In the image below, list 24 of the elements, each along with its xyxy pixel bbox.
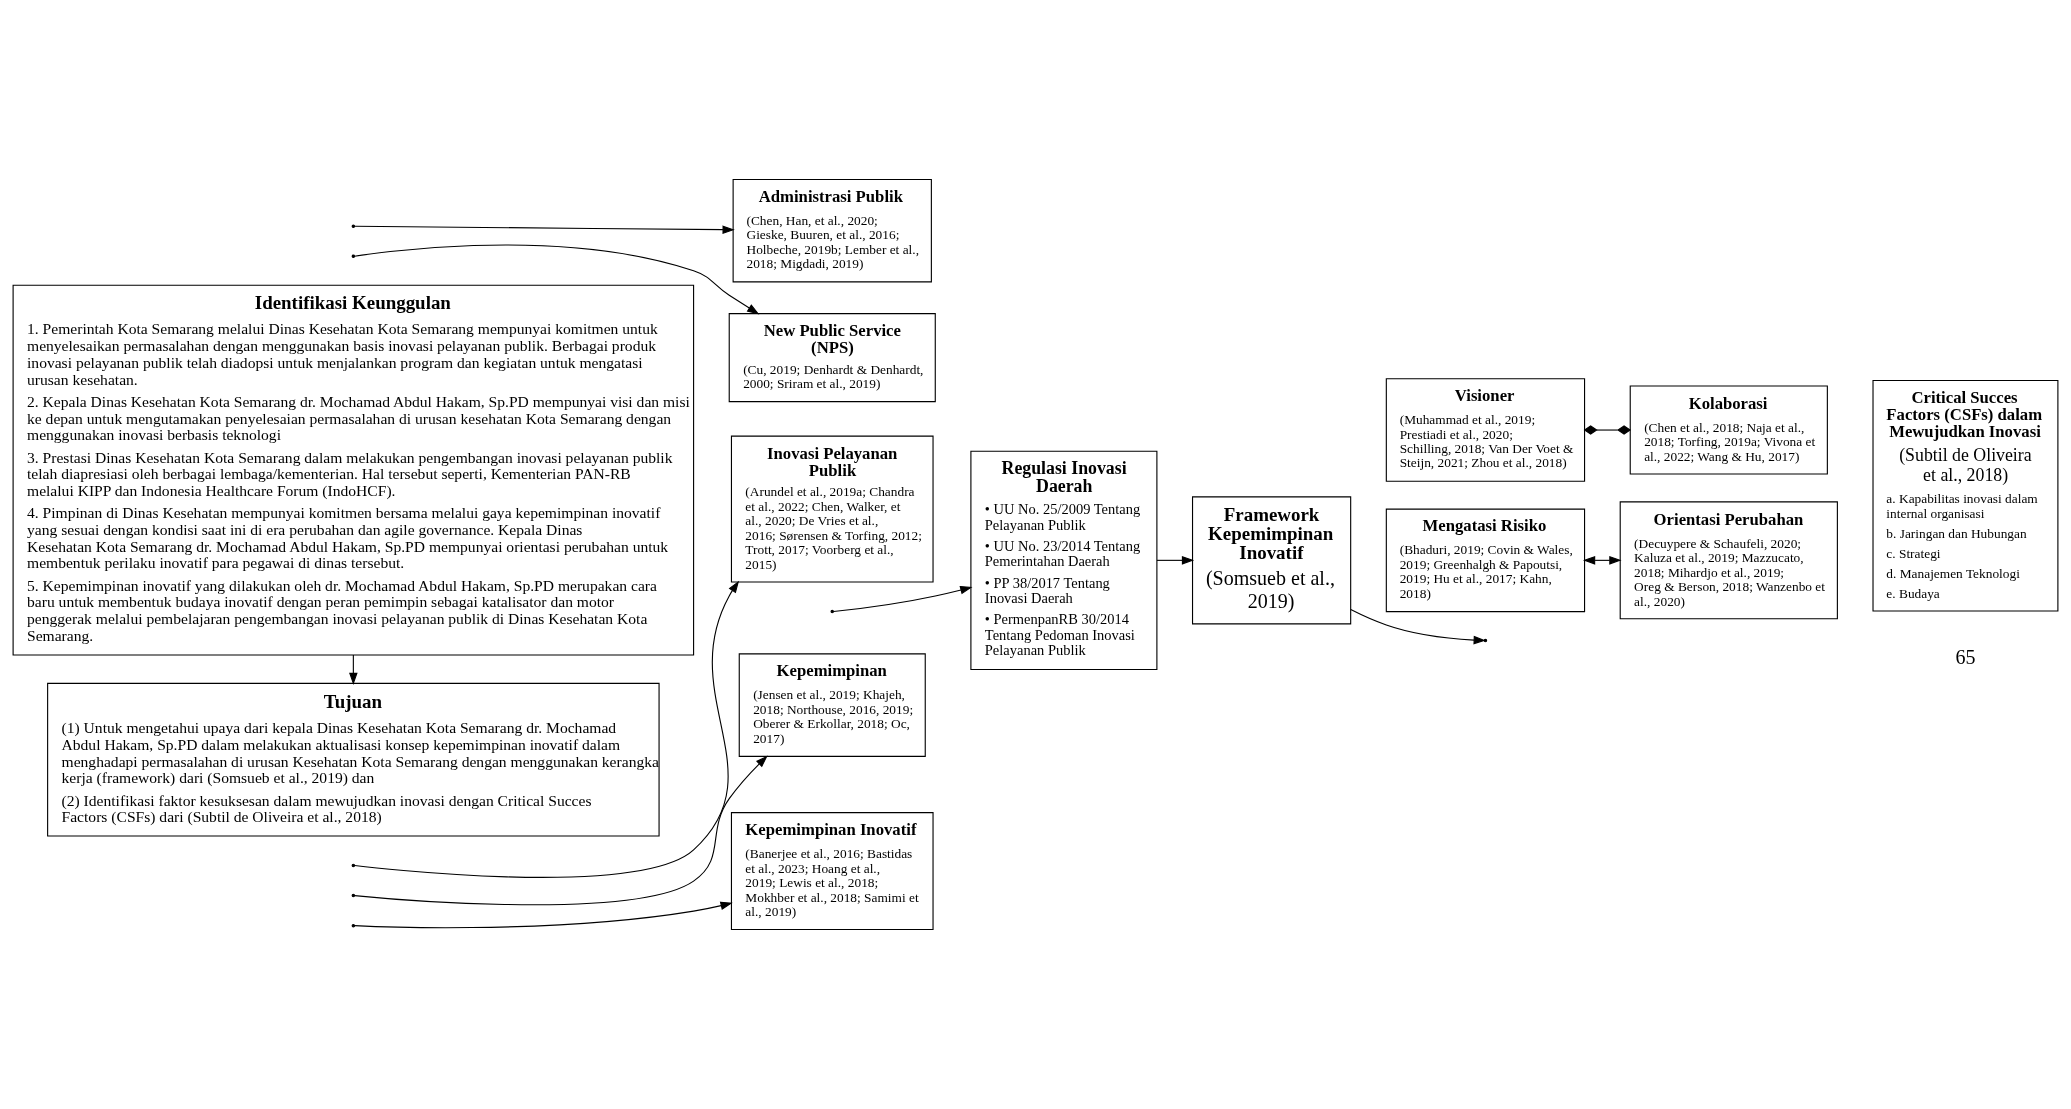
- connector: [1583, 425, 1632, 435]
- node-box: Critical Succes Factors (CSFs) dalam Mewujudkan Inovasi (Subtil de Oliveira et al., 2018) a. Kapabilitas inovasi dalam internal organisasi b. Jaringan dan Hubungan c. Strategi d. Manajemen Teknologi e. Budaya: [1872, 379, 2059, 612]
- node-box: Kepemimpinan Inovatif (Banerjee et al., 2016; Bastidas et al., 2023; Hoang et al., 2019; Lewis et al., 2018; Mokhber et al., 2018; Samimi et al., 2019): [730, 812, 934, 931]
- node-box: Visioner (Muhammad et al., 2019; Prestiadi et al., 2020; Schilling, 2018; Van Der Voet & Steijn, 2021; Zhou et al., 2018): [1385, 378, 1586, 482]
- node-box: Inovasi Pelayanan Publik (Arundel et al., 2019a; Chandra et al., 2022; Chen, Walker, et al., 2020; De Vries et al., 2016; Sørensen & Torfing, 2012; Trott, 2017; Voorberg et al., 2015): [730, 435, 934, 583]
- arrow: [354, 580, 740, 878]
- arrow: [354, 755, 768, 906]
- arrow: [349, 654, 358, 686]
- node-box: Orientasi Perubahan (Decuypere & Schaufeli, 2020; Kaluza et al., 2019; Mazzucato, 2018; Mihardjo et al., 2019; Oreg & Berson, 2018; Wanzenbo et al., 2020): [1619, 501, 1838, 620]
- arrow: [354, 244, 760, 315]
- node-box: Mengatasi Risiko (Bhaduri, 2019; Covin & Wales, 2019; Greenhalgh & Papoutsi, 2019; Hu et al., 2017; Kahn, 2018): [1385, 508, 1586, 613]
- label: 65: [1955, 646, 1976, 669]
- arrow: [832, 585, 973, 613]
- node-box: New Public Service (NPS) (Cu, 2019; Denhardt & Denhardt, 2000; Sriram et al., 2019): [728, 313, 936, 403]
- arrow: [1156, 556, 1195, 565]
- node-box: Regulasi Inovasi Daerah • UU No. 25/2009 Tentang Pelayanan Publik • UU No. 23/2014 Tentang Pemerintahan Daerah • PP 38/2017 Tentang Inovasi Daerah • PermenpanRB 30/2014 Tentang Pedoman Inovasi Pelayanan Publik: [970, 450, 1158, 671]
- node-box: Administrasi Publik (Chen, Han, et al., 2020; Gieske, Buuren, et al., 2016; Holbeche, 2019b; Lember et al., 2018; Migdadi, 2019): [732, 178, 932, 283]
- node-box: Kepemimpinan (Jensen et al., 2019; Khajeh, 2018; Northouse, 2016, 2019; Oberer & Erkollar, 2018; Oc, 2017): [738, 653, 926, 757]
- arrow: [354, 901, 733, 929]
- node-box: Identifikasi Keunggulan 1. Pemerintah Kota Semarang melalui Dinas Kesehatan Kota Semarang mempunyai komitmen untuk menyelesaikan permasalahan dengan menggunakan basis inovasi pelayanan publik. Berbagai produk inovasi pelayanan publik telah diadopsi untuk menjalankan program dan kegiatan untuk mengatasi urusan kesehatan. 2. Kepala Dinas Kesehatan Kota Semarang dr. Mochamad Abdul Hakam, Sp.PD mempunyai visi dan misi ke depan untuk mengutamakan penyelesaian permasalahan di urusan kesehatan Kota Semarang dengan menggunakan inovasi berbasis teknologi 3. Prestasi Dinas Kesehatan Kota Semarang dalam melakukan pengembangan inovasi pelayanan publik telah diapresiasi oleh berbagai lembaga/kementerian. Hal tersebut seperti, Kementerian PAN-RB melalui KIPP dan Indonesia Healthcare Forum (IndoHCF). 4. Pimpinan di Dinas Kesehatan mempunyai komitmen bersama melalui gaya kepemimpinan inovatif yang sesuai dengan kondisi saat ini di era perubahan dan agile governance. Kepala Dinas Kesehatan Kota Semarang dr. Mochamad Abdul Hakam, Sp.PD mempunyai orientasi perubahan untuk membentuk perilaku inovatif para pegawai di dinas tersebut. 5. Kepemimpinan inovatif yang dilakukan oleh dr. Mochamad Abdul Hakam, Sp.PD merupakan cara baru untuk membentuk budaya inovatif dengan peran pemimpin sebagai katalisator dan motor penggerak melalui pembelajaran pengembangan inovasi pelayanan publik di Dinas Kesehatan Kota Semarang.: [12, 284, 695, 656]
- node-box: Framework Kepemimpinan Inovatif (Somsueb et al., 2019): [1191, 496, 1352, 625]
- node-box: Tujuan (1) Untuk mengetahui upaya dari kepala Dinas Kesehatan Kota Semarang dr. Mochamad Abdul Hakam, Sp.PD dalam melakukan aktualisasi konsep kepemimpinan inovatif dalam menghadapi permasalahan di urusan Kesehatan Kota Semarang dengan menggunakan kerangka kerja (framework) dari (Somsueb et al., 2019) dan (2) Identifikasi faktor kesuksesan dalam mewujudkan inovasi dengan Critical Succes Factors (CSFs) dari (Subtil de Oliveira et al., 2018): [47, 682, 660, 837]
- node-box: Kolaborasi (Chen et al., 2018; Naja et al., 2018; Torfing, 2019a; Vivona et al., 2022; Wang & Hu, 2017): [1629, 385, 1828, 475]
- arrow: [354, 225, 735, 234]
